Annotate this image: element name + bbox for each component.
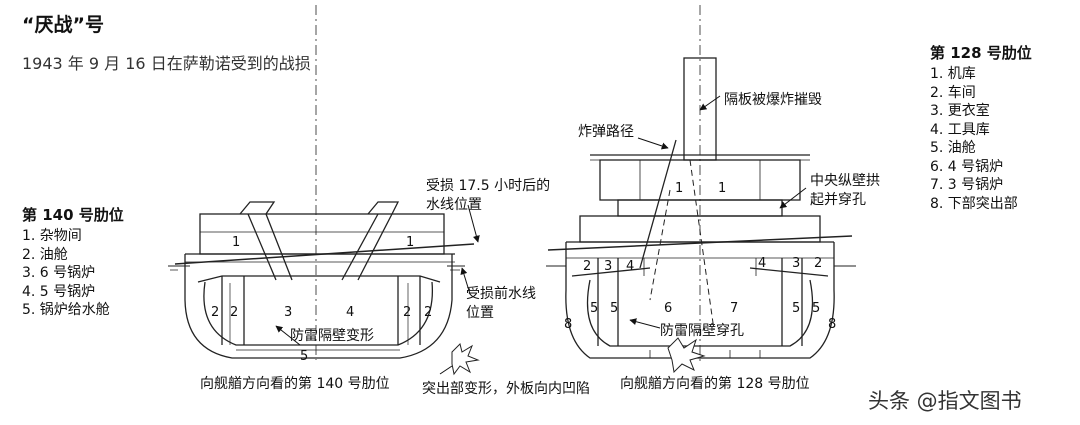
- compartment-label: 2: [403, 305, 411, 320]
- waterline-before-label: 受损前水线 位置: [466, 286, 536, 321]
- compartment-label: 5: [792, 301, 800, 316]
- legend-item: 1. 杂物间: [22, 228, 82, 244]
- compartment-label: 1: [718, 181, 726, 196]
- legend-item: 2. 车间: [930, 84, 976, 101]
- section-128: [546, 5, 856, 374]
- compartment-label: 6: [664, 301, 672, 316]
- waterline-after-label: 受损 17.5 小时后的 水线位置: [426, 178, 551, 213]
- legend-item: 5. 油舱: [930, 140, 976, 156]
- bulkhead-pierced-label: 防雷隔壁穿孔: [660, 323, 744, 339]
- legend-item: 3. 更衣室: [930, 103, 990, 119]
- bomb-path-label: 炸弹路径: [578, 124, 634, 140]
- page-title: “厌战”号: [22, 14, 104, 36]
- legend-item: 3. 6 号锅炉: [22, 265, 96, 281]
- legend-item: 6. 4 号锅炉: [930, 158, 1004, 175]
- compartment-label: 5: [590, 301, 598, 316]
- legend-140-title: 第 140 号肋位: [22, 206, 124, 224]
- compartment-label: 2: [424, 305, 432, 320]
- legend-item: 8. 下部突出部: [930, 195, 1018, 212]
- legend-140-list: 1. 杂物间 2. 油舱 3. 6 号锅炉 4. 5 号锅炉 5. 锅炉给水舱: [22, 227, 124, 320]
- compartment-label: 4: [626, 259, 634, 274]
- compartment-label: 1: [675, 181, 683, 196]
- compartment-label: 8: [828, 317, 836, 332]
- compartment-label: 3: [604, 259, 612, 274]
- compartment-label: 2: [211, 305, 219, 320]
- compartment-label: 5: [300, 349, 308, 364]
- legend-item: 5. 锅炉给水舱: [22, 302, 110, 318]
- compartment-label: 7: [730, 301, 738, 316]
- partition-destroyed-label: 隔板被爆炸摧毁: [724, 92, 822, 108]
- bulge-deformed-label: 突出部变形，外板向内凹陷: [422, 381, 590, 397]
- caption-140: 向舰艏方向看的第 140 号肋位: [200, 376, 390, 392]
- compartment-label: 1: [406, 235, 414, 250]
- legend-140: 第 140 号肋位 1. 杂物间 2. 油舱 3. 6 号锅炉 4. 5 号锅炉…: [22, 204, 124, 320]
- section-140-labels: 1 1 2 2 3 4 2 2 5: [211, 235, 432, 364]
- compartment-label: 5: [812, 301, 820, 316]
- section-140: [168, 5, 480, 376]
- watermark: 头条 @指文图书: [868, 389, 1022, 413]
- section-140-arrows: [275, 204, 480, 375]
- central-bulkhead-label: 中央纵壁拱 起并穿孔: [810, 173, 880, 208]
- compartment-label: 2: [814, 256, 822, 271]
- bulkhead-deformed-label: 防雷隔壁变形: [290, 328, 374, 344]
- compartment-label: 3: [284, 305, 292, 320]
- section-128-labels: 1 1 2 3 4 4 3 2 8 5 5 6 7 5 5 8: [564, 181, 836, 332]
- legend-item: 1. 机库: [930, 66, 976, 82]
- compartment-label: 4: [346, 305, 354, 320]
- compartment-label: 3: [792, 256, 800, 271]
- legend-128-list: 1. 机库 2. 车间 3. 更衣室 4. 工具库 5. 油舱 6. 4 号锅炉…: [930, 65, 1032, 213]
- compartment-label: 4: [758, 256, 766, 271]
- legend-item: 4. 工具库: [930, 121, 990, 138]
- compartment-label: 5: [610, 301, 618, 316]
- legend-128-title: 第 128 号肋位: [930, 44, 1032, 62]
- compartment-label: 2: [230, 305, 238, 320]
- legend-128: 第 128 号肋位 1. 机库 2. 车间 3. 更衣室 4. 工具库 5. 油…: [930, 42, 1032, 213]
- legend-item: 2. 油舱: [22, 246, 68, 263]
- legend-item: 4. 5 号锅炉: [22, 283, 96, 300]
- legend-item: 7. 3 号锅炉: [930, 177, 1004, 193]
- compartment-label: 1: [232, 235, 240, 250]
- page-subtitle: 1943 年 9 月 16 日在萨勒诺受到的战损: [22, 54, 311, 73]
- compartment-label: 8: [564, 317, 572, 332]
- compartment-label: 2: [583, 259, 591, 274]
- caption-128: 向舰艏方向看的第 128 号肋位: [620, 376, 810, 392]
- section-128-arrows: [629, 95, 807, 329]
